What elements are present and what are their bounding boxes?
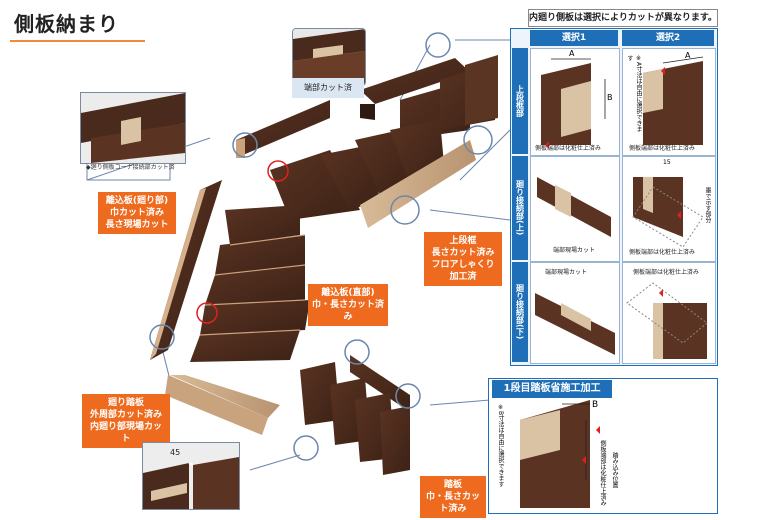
row-header-3: 廻り接続部(下) — [512, 262, 528, 362]
upper-frame-label: 上段框長さカット済みフロアしゃくり加工済 — [424, 232, 502, 286]
bottom-box-drawing: B ※B寸法は自由に選択できます 側板端部は化粧仕上済み 踏み込み位置 — [490, 400, 714, 510]
upper-stringer — [236, 100, 330, 158]
lower-treads — [300, 362, 410, 475]
highlight-circle-top — [267, 160, 289, 182]
top-note: 内廻り側板は選択によりカットが異なります。 — [528, 9, 718, 27]
fumi-label: 踏板巾・長さカット済み — [420, 476, 486, 518]
cell-r1c2: A ※A寸法は自由に選択できます 側板端部は化粧仕上済み — [622, 48, 716, 156]
detail-bubble-bottom — [293, 435, 319, 461]
corner-caption: ◆廻り側板コーナ接続部カット済 — [86, 164, 175, 171]
kasane-label-b: 離込板(直部)巾・長さカット済み — [308, 284, 388, 326]
kasane-label-a: 離込板(廻り部)巾カット済み長さ現場カット — [98, 192, 176, 234]
lower-stringer — [350, 355, 410, 412]
detail-bubble-stringer — [149, 324, 175, 350]
detail-bubble-top — [425, 32, 451, 58]
upper-frame-slab — [360, 140, 476, 228]
lower-left-slab — [170, 375, 280, 418]
cell-r3c2: 側板端部は化粧仕上済み — [622, 262, 716, 364]
col-header-2: 選択2 — [622, 30, 714, 46]
detail-bubble-left — [232, 132, 258, 158]
row-header-2: 廻り接続部(上) — [512, 156, 528, 260]
title-underline — [10, 40, 145, 42]
finish-note: 側板端部は化粧仕上済み — [599, 440, 606, 506]
page-title: 側板納まり — [14, 12, 119, 36]
detail-bubble-right — [463, 125, 493, 155]
angle-value: 45 — [170, 448, 181, 457]
winder-fan — [190, 205, 310, 362]
b-note: ※B寸法は自由に選択できます — [497, 404, 504, 488]
detail-bubble-frame — [390, 195, 420, 225]
cut-done-label: 端部カット済 — [292, 78, 364, 98]
step-note: 踏み込み位置 — [611, 452, 618, 488]
detail-bubble-step — [395, 383, 421, 409]
mawari-label: 廻り踏板外周部カット済み内廻り部現場カット — [82, 394, 170, 448]
left-stringer — [150, 180, 222, 360]
row-header-1: 上段框部 — [512, 48, 528, 154]
cut-photo — [292, 28, 366, 86]
highlight-circle-mid — [196, 302, 218, 324]
cell-r1c1: A B 側板端部は化粧仕上済み — [530, 48, 620, 156]
cell-r2c1: 端部現場カット — [530, 156, 620, 262]
cell-r2c2: 15 墨で示す部分 側板端部は化粧仕上済み — [622, 156, 716, 262]
cell-r3c1: 端部現場カット — [530, 262, 620, 364]
detail-bubble-lower — [344, 339, 370, 365]
dim-b: B — [592, 400, 599, 410]
bottom-box-title: 1段目踏板省施工加工 — [492, 380, 612, 398]
corner-photo — [80, 92, 186, 164]
upper-treads — [360, 55, 498, 140]
winder-treads-top — [270, 120, 445, 220]
angle-photo — [142, 442, 240, 510]
col-header-1: 選択1 — [530, 30, 618, 46]
